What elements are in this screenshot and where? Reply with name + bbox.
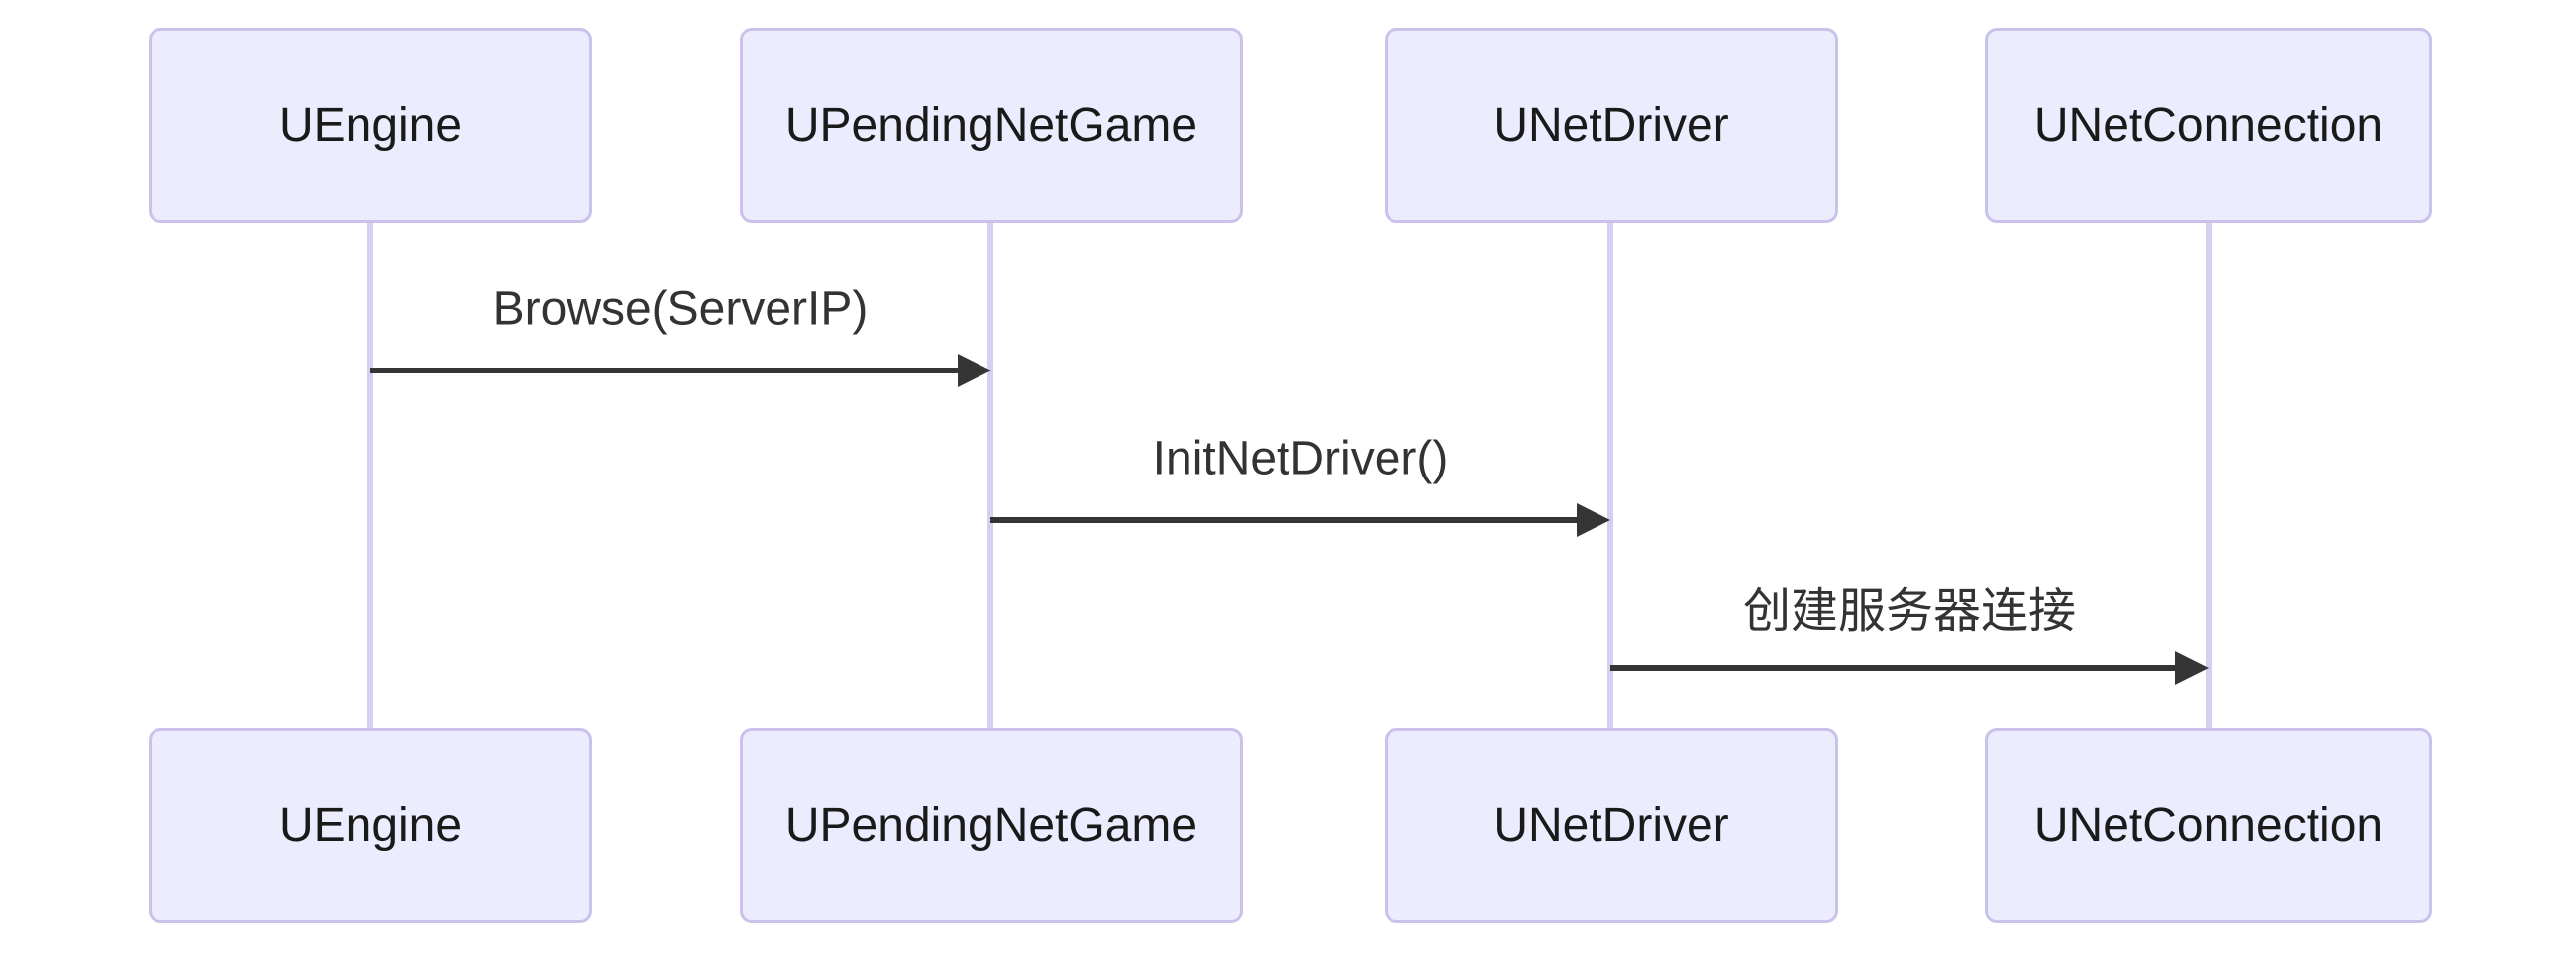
arrowhead-icon [2175, 651, 2209, 685]
arrowhead-icon [1577, 503, 1610, 537]
actor-box-uengine-bottom: UEngine [149, 728, 592, 923]
message-line-2 [990, 517, 1578, 523]
actor-box-upendingnetgame-top: UPendingNetGame [740, 28, 1243, 223]
actor-box-upendingnetgame-bottom: UPendingNetGame [740, 728, 1243, 923]
actor-box-unetdriver-top: UNetDriver [1385, 28, 1838, 223]
actor-box-unetconnection-top: UNetConnection [1985, 28, 2432, 223]
actor-box-unetconnection-bottom: UNetConnection [1985, 728, 2432, 923]
actor-box-uengine-top: UEngine [149, 28, 592, 223]
arrowhead-icon [958, 354, 991, 387]
message-line-1 [370, 368, 959, 373]
lifeline-uengine [367, 223, 373, 728]
message-line-3 [1610, 665, 2176, 671]
message-label-browse-serverip: Browse(ServerIP) [492, 282, 869, 336]
lifeline-upendingnetgame [987, 223, 993, 728]
message-label-create-server-connection: 创建服务器连接 [1742, 585, 2077, 638]
message-label-initnetdriver: InitNetDriver() [1152, 432, 1449, 485]
lifeline-unetconnection [2206, 223, 2212, 728]
lifeline-unetdriver [1607, 223, 1613, 728]
actor-box-unetdriver-bottom: UNetDriver [1385, 728, 1838, 923]
